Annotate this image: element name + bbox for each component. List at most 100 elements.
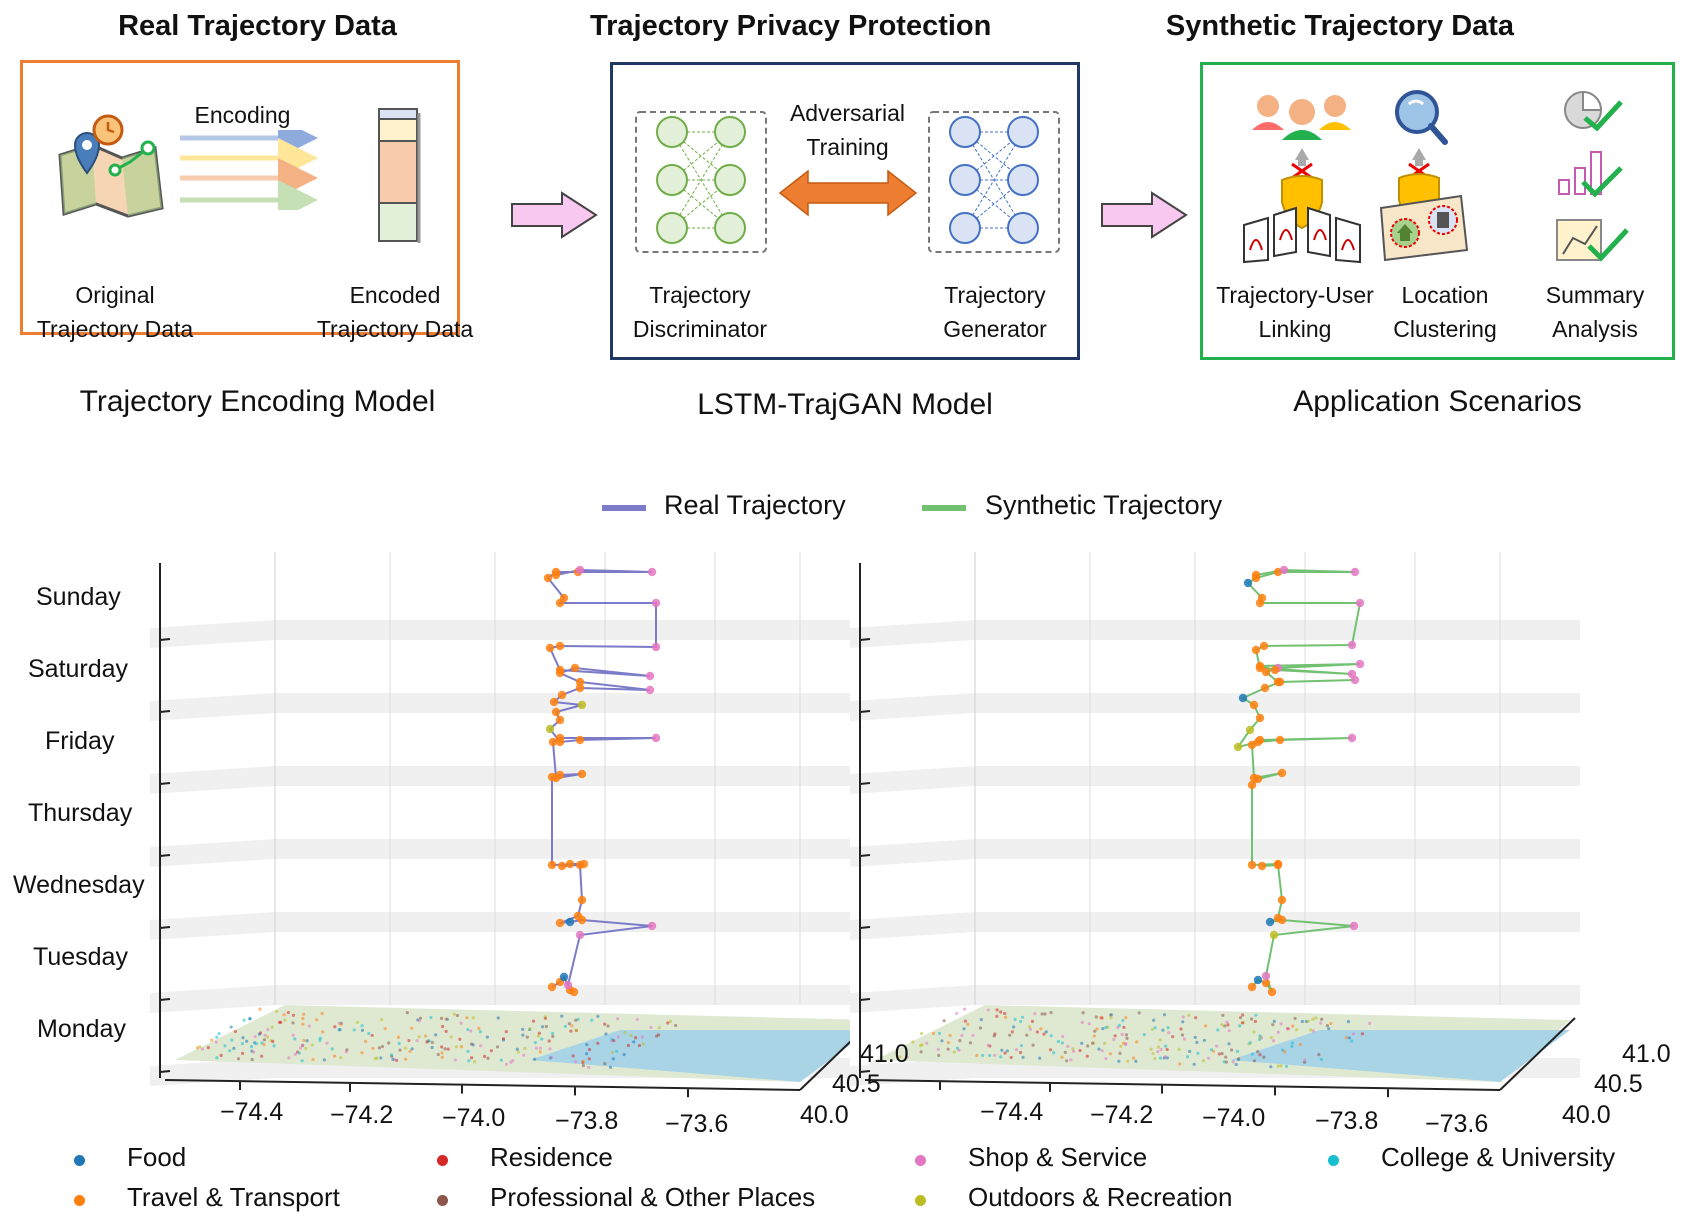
category-travel-dot: [74, 1195, 85, 1206]
floor-poi: [1043, 1012, 1047, 1016]
day-label-saturday: Saturday: [28, 655, 129, 683]
floor-poi: [1209, 1048, 1213, 1052]
floor-poi: [525, 1035, 529, 1039]
section-title-real: Real Trajectory Data: [118, 10, 397, 42]
floor-poi: [1163, 1055, 1168, 1059]
floor-poi: [417, 1019, 422, 1023]
trajectory-point: [1275, 735, 1285, 745]
floor-poi: [993, 1053, 997, 1057]
floor-poi: [537, 1031, 542, 1035]
floor-poi: [408, 1049, 412, 1054]
floor-poi: [279, 1020, 283, 1024]
floor-poi: [1240, 1021, 1245, 1025]
lon-tick-left-1: −74.4: [220, 1098, 284, 1126]
trajectory-point: [549, 697, 559, 707]
floor-poi: [1256, 1049, 1260, 1054]
floor-poi: [1258, 1053, 1262, 1057]
floor-poi: [1097, 1047, 1101, 1051]
floor-poi: [1351, 1032, 1356, 1036]
trajectory-line: [1235, 568, 1362, 993]
app-label-1a: Trajectory-User: [1216, 282, 1374, 308]
legend-synthetic-label: Synthetic Trajectory: [985, 490, 1223, 520]
floor-poi: [649, 1025, 653, 1029]
floor-poi: [1027, 1025, 1032, 1029]
encoded-vector-icon: [378, 108, 421, 243]
floor-poi: [1142, 1033, 1146, 1037]
floor-poi: [293, 1037, 297, 1041]
discriminator-label-2: Discriminator: [632, 316, 768, 342]
trajectory-point: [575, 565, 585, 575]
legend-real-swatch: [602, 505, 646, 511]
trajectory-point: [1261, 978, 1271, 988]
floor-poi: [352, 1028, 356, 1032]
category-shop: Shop & Service: [915, 1142, 1147, 1173]
lon-tick-right-5: −73.6: [1425, 1110, 1489, 1138]
floor-poi: [223, 1044, 227, 1048]
app-label-3a: Summary: [1545, 282, 1645, 308]
floor-poi: [496, 1016, 500, 1020]
floor-poi: [538, 1046, 543, 1050]
floor-poi: [963, 1019, 967, 1023]
z-tick: [859, 998, 871, 1001]
floor-poi: [495, 1045, 500, 1049]
floor-poi: [1253, 1019, 1257, 1024]
trajectory-point: [1247, 860, 1257, 870]
floor-poi: [1347, 1036, 1352, 1040]
floor-poi: [1368, 1021, 1372, 1025]
floor-poi: [528, 1027, 532, 1031]
day-label-tuesday: Tuesday: [33, 943, 128, 971]
floor-poi: [1215, 1044, 1219, 1048]
floor-poi: [418, 1016, 423, 1020]
encoded-data-label-2: Trajectory Data: [316, 316, 474, 342]
floor-poi: [1090, 1041, 1095, 1045]
discriminator-network-icon: [635, 111, 767, 253]
lon-tick-left-5: −73.6: [665, 1110, 729, 1138]
trajectory-point: [1273, 859, 1283, 869]
floor-poi: [1181, 1020, 1185, 1024]
floor-poi: [1314, 1016, 1318, 1020]
floor-poi: [1158, 1038, 1162, 1042]
z-tick: [859, 1070, 871, 1073]
floor-poi: [1025, 1033, 1029, 1037]
trajectory-point: [1251, 645, 1261, 655]
location-clustering-icon: [1379, 90, 1469, 262]
floor-poi: [603, 1061, 607, 1066]
floor-poi: [430, 1040, 434, 1045]
category-professional-dot: [437, 1195, 448, 1206]
floor-poi: [1100, 1049, 1104, 1053]
trajectory-point: [543, 573, 553, 583]
floor-poi: [1003, 1015, 1008, 1019]
day-label-wednesday: Wednesday: [13, 871, 145, 899]
trajectory-point: [1247, 982, 1257, 992]
trajectory-point: [1238, 693, 1248, 703]
trajectory-point: [1261, 971, 1271, 981]
trajectory-point: [1251, 570, 1261, 580]
floor-water: [530, 1030, 870, 1082]
floor-poi: [550, 1031, 555, 1036]
floor-poi: [482, 1054, 487, 1058]
floor-poi: [1192, 1062, 1196, 1066]
floor-poi: [360, 1028, 365, 1032]
floor-poi: [1104, 1056, 1108, 1061]
trajectory-point: [570, 663, 580, 673]
floor-poi: [1227, 1042, 1231, 1046]
floor-poi: [1126, 1059, 1130, 1063]
grid-band: [850, 839, 1580, 867]
original-data-label-1: Original: [75, 282, 155, 308]
floor-poi: [1234, 1062, 1238, 1067]
floor-poi: [1241, 1013, 1245, 1017]
category-food-label: Food: [127, 1142, 187, 1172]
floor-poi: [1048, 1048, 1053, 1052]
floor-poi: [948, 1033, 952, 1038]
trajectory-point: [647, 567, 657, 577]
floor-poi: [1063, 1050, 1067, 1054]
trajectory-point: [651, 598, 661, 608]
lat-tick-left-3: 40.0: [800, 1101, 849, 1129]
floor-poi: [333, 1025, 337, 1029]
app-label-2a: Location: [1401, 282, 1489, 308]
generator-label-1: Trajectory: [944, 282, 1046, 308]
grid-band: [850, 985, 1580, 1013]
floor-poi: [1248, 1041, 1252, 1045]
floor-poi: [260, 1054, 264, 1058]
trajectory-point: [555, 918, 565, 928]
